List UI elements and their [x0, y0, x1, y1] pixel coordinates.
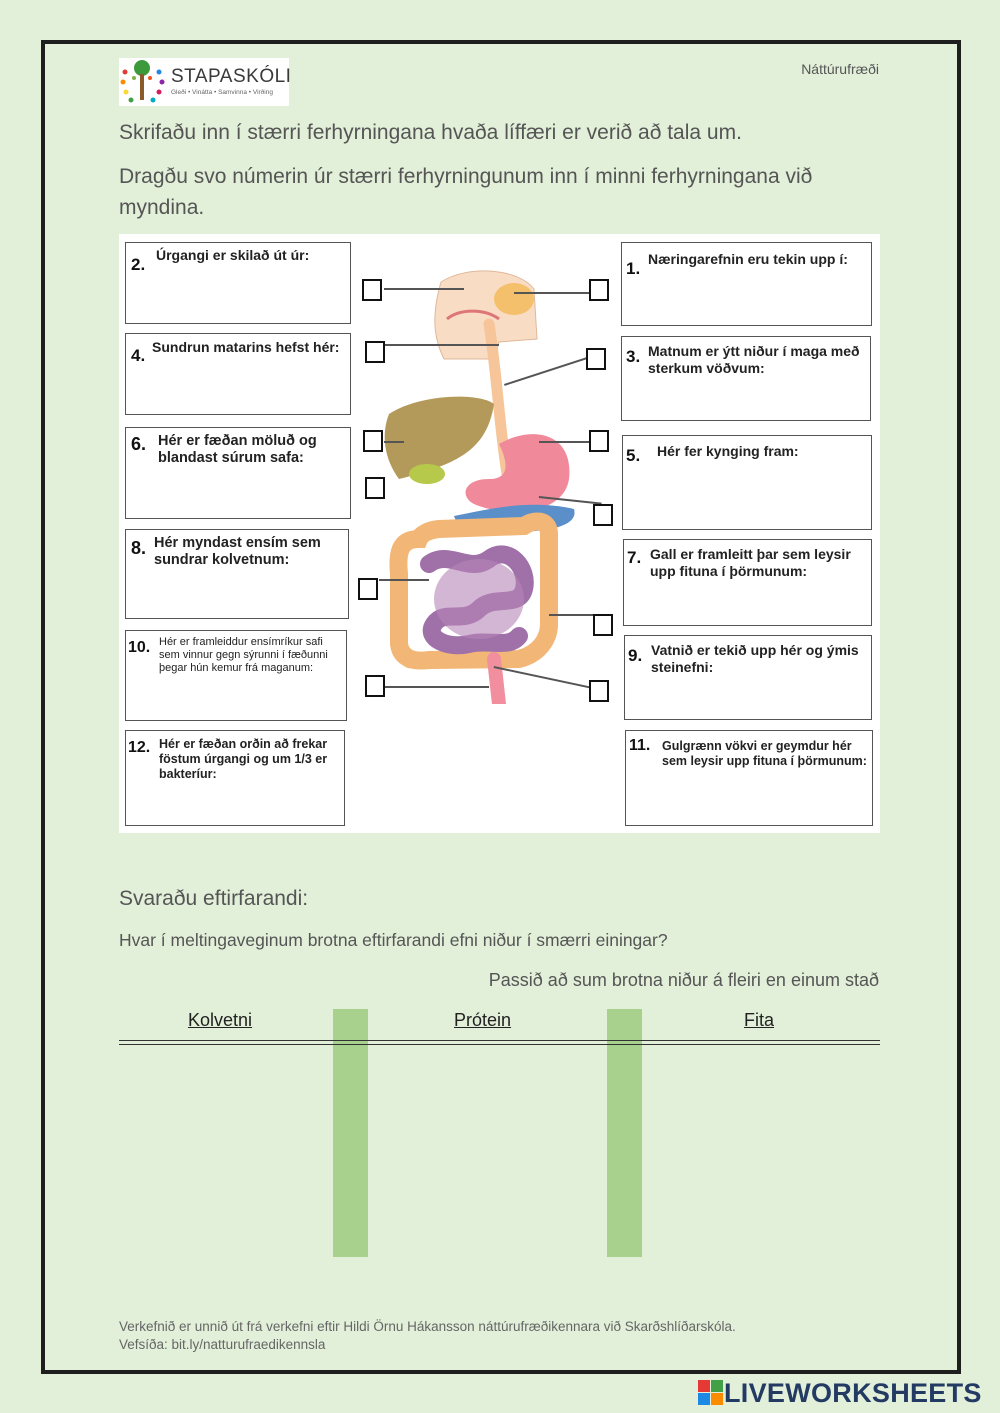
- description-box-3[interactable]: 3. Matnum er ýtt niður í maga með sterku…: [621, 336, 871, 421]
- subject-label: Náttúrufræði: [801, 61, 879, 77]
- description-box-9[interactable]: 9. Vatnið er tekið upp hér og ýmis stein…: [624, 635, 872, 720]
- box-text: Hér fer kynging fram:: [657, 443, 799, 459]
- drop-target-square[interactable]: [365, 477, 385, 499]
- hint-text: Passið að sum brotna niður á fleiri en e…: [488, 970, 879, 990]
- tree-logo-icon: [120, 60, 165, 103]
- box-number: 12.: [128, 739, 151, 756]
- column-header-fita: Fita: [744, 1010, 775, 1030]
- pointer-line: [539, 441, 599, 443]
- drop-target-square[interactable]: [593, 504, 613, 526]
- pointer-line: [549, 614, 599, 616]
- instruction-1: Skrifaðu inn í stærri ferhyrningana hvað…: [119, 121, 742, 144]
- description-box-6[interactable]: 6. Hér er fæðan möluð og blandast súrum …: [125, 427, 351, 519]
- drop-target-square[interactable]: [586, 348, 606, 370]
- column-header-kolvetni: Kolvetni: [188, 1010, 253, 1030]
- box-number: 7.: [627, 548, 642, 567]
- description-box-11[interactable]: 11. Gulgrænn vökvi er geymdur hér sem le…: [625, 730, 873, 826]
- column-divider-bar: [607, 1009, 642, 1257]
- digestive-system-figure: 2. Úrgangi er skilað út úr: 4. Sundrun m…: [119, 234, 880, 833]
- box-number: 9.: [628, 646, 643, 665]
- drop-target-square[interactable]: [358, 578, 378, 600]
- column-divider-bar: [333, 1009, 368, 1257]
- box-number: 1.: [626, 259, 641, 278]
- drop-target-square[interactable]: [593, 614, 613, 636]
- drop-target-square[interactable]: [589, 680, 609, 702]
- description-box-10[interactable]: 10. Hér er framleiddur ensímríkur safi s…: [125, 630, 347, 721]
- school-logo: STAPASKÓLI Gleði • Vinátta • Samvinna • …: [119, 58, 292, 106]
- liveworksheets-text: LIVEWORKSHEETS: [724, 1377, 982, 1408]
- box-text: Gulgrænn vökvi er geymdur hér sem leysir…: [662, 739, 867, 768]
- question-text: Hvar í meltingaveginum brotna eftirfaran…: [119, 930, 668, 950]
- footer-website: Vefsíða: bit.ly/natturufraedikennsla: [119, 1337, 326, 1352]
- drop-target-square[interactable]: [589, 279, 609, 301]
- box-text: Hér er framleiddur ensímríkur safi sem v…: [159, 636, 328, 675]
- pointer-line: [384, 288, 464, 290]
- box-number: 5.: [626, 446, 641, 465]
- drop-target-square[interactable]: [589, 430, 609, 452]
- digestive-tract-illustration: [384, 270, 575, 704]
- liveworksheets-logo: LIVEWORKSHEETS: [698, 1378, 982, 1408]
- description-box-4[interactable]: 4. Sundrun matarins hefst hér:: [125, 333, 351, 415]
- box-text: Hér myndast ensím sem sundrar kolvetnum:: [154, 535, 321, 569]
- description-box-8[interactable]: 8. Hér myndast ensím sem sundrar kolvetn…: [125, 529, 349, 619]
- box-number: 2.: [131, 255, 146, 274]
- answer-zone-kolvetni[interactable]: [119, 1050, 329, 1255]
- instruction-2: Dragðu svo númerin úr stærri ferhyrningu…: [119, 165, 813, 219]
- pointer-line: [379, 579, 429, 581]
- box-text: Matnum er ýtt niður í maga með sterkum v…: [648, 343, 860, 376]
- description-box-5[interactable]: 5. Hér fer kynging fram:: [622, 435, 872, 530]
- description-box-1[interactable]: 1. Næringarefnin eru tekin upp í:: [621, 242, 872, 326]
- description-box-2[interactable]: 2. Úrgangi er skilað út úr:: [125, 242, 351, 324]
- pointer-line: [384, 686, 489, 688]
- pointer-line: [384, 344, 499, 346]
- box-text: Næringarefnin eru tekin upp í:: [648, 251, 848, 267]
- box-text: Sundrun matarins hefst hér:: [152, 339, 340, 355]
- box-number: 10.: [128, 639, 151, 656]
- liveworksheets-badge-icon: [698, 1380, 723, 1405]
- footer-credit: Verkefnið er unnið út frá verkefni eftir…: [119, 1319, 736, 1334]
- box-number: 6.: [131, 434, 147, 454]
- box-number: 11.: [629, 737, 651, 754]
- drop-target-square[interactable]: [362, 279, 382, 301]
- box-number: 3.: [626, 347, 641, 366]
- box-text: Hér er fæðan möluð og blandast súrum saf…: [158, 433, 317, 467]
- pointer-line: [514, 292, 599, 294]
- box-number: 8.: [131, 538, 147, 558]
- drop-target-square[interactable]: [365, 675, 385, 697]
- school-motto: Gleði • Vinátta • Samvinna • Virðing: [171, 89, 273, 96]
- box-text: Vatnið er tekið upp hér og ýmis steinefn…: [651, 642, 859, 675]
- pointer-line: [384, 441, 404, 443]
- table-rule: [119, 1044, 880, 1045]
- box-text: Úrgangi er skilað út úr:: [156, 247, 310, 263]
- column-header-protein: Prótein: [454, 1010, 512, 1030]
- description-box-12[interactable]: 12. Hér er fæðan orðin að frekar föstum …: [125, 730, 345, 826]
- box-text: Gall er framleitt þar sem leysir upp fit…: [650, 546, 851, 579]
- answer-zone-protein[interactable]: [372, 1050, 602, 1255]
- box-number: 4.: [131, 346, 146, 365]
- drop-target-square[interactable]: [365, 341, 385, 363]
- answer-zone-fita[interactable]: [646, 1050, 880, 1255]
- school-name: STAPASKÓLI: [171, 66, 292, 87]
- drop-target-square[interactable]: [363, 430, 383, 452]
- description-box-7[interactable]: 7. Gall er framleitt þar sem leysir upp …: [623, 539, 872, 626]
- section-heading: Svaraðu eftirfarandi:: [119, 887, 309, 910]
- table-rule: [119, 1040, 880, 1041]
- box-text: Hér er fæðan orðin að frekar föstum úrga…: [159, 737, 328, 781]
